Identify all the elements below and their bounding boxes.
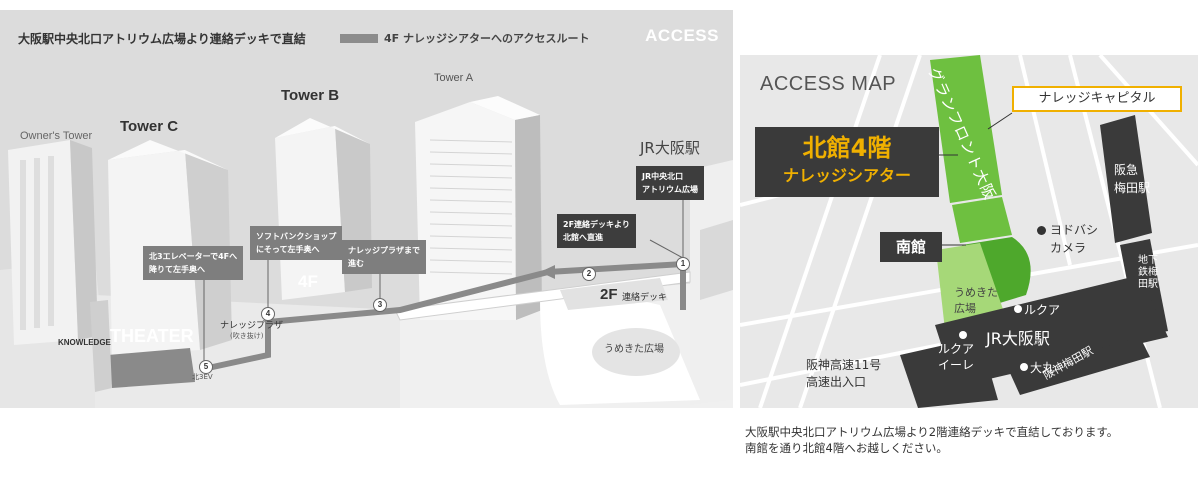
jr-osaka-label: JR大阪駅 — [640, 139, 700, 157]
umekita-line1: うめきた — [954, 286, 998, 299]
kitakan-4f-label: 北館4階 ナレッジシアター — [755, 127, 939, 197]
route-callout-step1: JR中央北口 アトリウム広場 — [636, 166, 704, 200]
highway-line1: 阪神高速11号 — [806, 358, 882, 372]
floor-4f-label: 4F — [298, 272, 318, 291]
hankyu-label: 阪急 梅田駅 — [1114, 161, 1150, 197]
description-line-2: 南館を通り北館4階へお越しください。 — [745, 441, 948, 455]
lucua-marker-icon — [1014, 305, 1022, 313]
deck-label: 連絡デッキ — [622, 293, 668, 303]
callout-text: 北3エレベーターで4Fへ — [149, 252, 238, 261]
kitakan-sub-text: ナレッジシアター — [782, 166, 911, 185]
route-callout-step4: ソフトバンクショップ にそって左手奥へ — [250, 226, 343, 260]
callout-text: 降りて左手奥へ — [149, 265, 205, 274]
highway-exit-label: 阪神高速11号 高速出入口 — [806, 357, 881, 391]
lucua1100-line1: ルクア — [938, 342, 975, 356]
step-marker-1: 1 — [676, 257, 690, 271]
knowledge-label: KNOWLEDGE — [58, 338, 111, 347]
yodobashi-line2: カメラ — [1050, 241, 1087, 255]
access-map-title: ACCESS MAP — [760, 73, 897, 95]
tower-b-label: Tower B — [281, 87, 340, 104]
daimaru-label: 大丸 — [1030, 361, 1055, 375]
callout-text: ナレッジプラザまで — [348, 246, 420, 255]
right-access-map: ACCESS MAP 北館4階 ナレッジシアター ナレッジキャピタル グランフロ… — [740, 55, 1198, 408]
callout-text: 2F連絡デッキより — [563, 220, 630, 229]
route-legend-label: 4F ナレッジシアターへのアクセスルート — [384, 32, 590, 45]
lucua1100-line2: イーレ — [938, 358, 975, 372]
map-header-title: 大阪駅中央北口アトリウム広場より連絡デッキで直結 — [18, 32, 306, 46]
tower-c-label: Tower C — [120, 118, 179, 135]
access-description: 大阪駅中央北口アトリウム広場より2階連絡デッキで直結しております。 南館を通り北… — [745, 424, 1118, 456]
kitakan-main-text: 北館4階 — [802, 134, 892, 162]
yodobashi-label: ヨドバシ カメラ — [1038, 221, 1098, 257]
step-marker-3: 3 — [373, 298, 387, 312]
step-marker-2: 2 — [582, 267, 596, 281]
route-legend-swatch — [340, 34, 378, 43]
callout-text: アトリウム広場 — [642, 185, 698, 194]
step-marker-4: 4 — [261, 307, 275, 321]
yodobashi-line1: ヨドバシ — [1050, 223, 1099, 237]
hankyu-line2: 梅田駅 — [1114, 181, 1151, 195]
daimaru-marker-icon — [1020, 363, 1028, 371]
umekita-plaza-label: うめきた広場 — [604, 344, 664, 355]
hankyu-line1: 阪急 — [1114, 163, 1139, 177]
owners-tower-label: Owner's Tower — [20, 130, 93, 142]
umekita-label: うめきた 広場 — [954, 285, 998, 317]
elevator-label: 北3EV — [192, 373, 213, 381]
lucua1100-marker-icon — [959, 331, 967, 339]
subway-umeda-label: 地下鉄梅田駅 — [1138, 255, 1158, 290]
lucua-label: ルクア — [1024, 303, 1061, 317]
theater-label: THEATER — [110, 326, 194, 346]
route-callout-step2: 2F連絡デッキより 北館へ直進 — [557, 214, 636, 248]
umekita-line2: 広場 — [954, 302, 976, 315]
callout-text: ソフトバンクショップ — [256, 232, 337, 241]
knowledge-plaza-sub: (吹き抜け) — [230, 332, 264, 340]
minamikan-label: 南館 — [880, 232, 942, 262]
route-callout-step3: ナレッジプラザまで 進む — [342, 240, 426, 274]
callout-text: にそって左手奥へ — [256, 245, 320, 254]
step-marker-5: 5 — [199, 360, 213, 374]
left-access-map: 大阪駅中央北口アトリウム広場より連絡デッキで直結 4F ナレッジシアターへのアク… — [0, 10, 733, 408]
street-map-illustration — [740, 55, 1198, 408]
knowledge-capital-label: ナレッジキャピタル — [1012, 86, 1182, 112]
jr-osaka-station-label: JR大阪駅 — [986, 329, 1050, 348]
route-callout-step5: 北3エレベーターで4Fへ 降りて左手奥へ — [143, 246, 244, 280]
yodobashi-marker-icon — [1037, 226, 1046, 235]
callout-text: JR中央北口 — [642, 172, 684, 181]
highway-line2: 高速出入口 — [806, 375, 867, 389]
lucua1100-label: ルクア イーレ — [938, 341, 974, 373]
description-line-1: 大阪駅中央北口アトリウム広場より2階連絡デッキで直結しております。 — [745, 425, 1119, 439]
knowledge-plaza-label: ナレッジプラザ — [220, 321, 284, 331]
tower-a-label: Tower A — [434, 72, 474, 84]
floor-2f-label: 2F — [600, 286, 618, 303]
callout-text: 北館へ直進 — [563, 233, 603, 242]
callout-text: 進む — [348, 259, 364, 268]
access-label: ACCESS — [645, 26, 719, 45]
